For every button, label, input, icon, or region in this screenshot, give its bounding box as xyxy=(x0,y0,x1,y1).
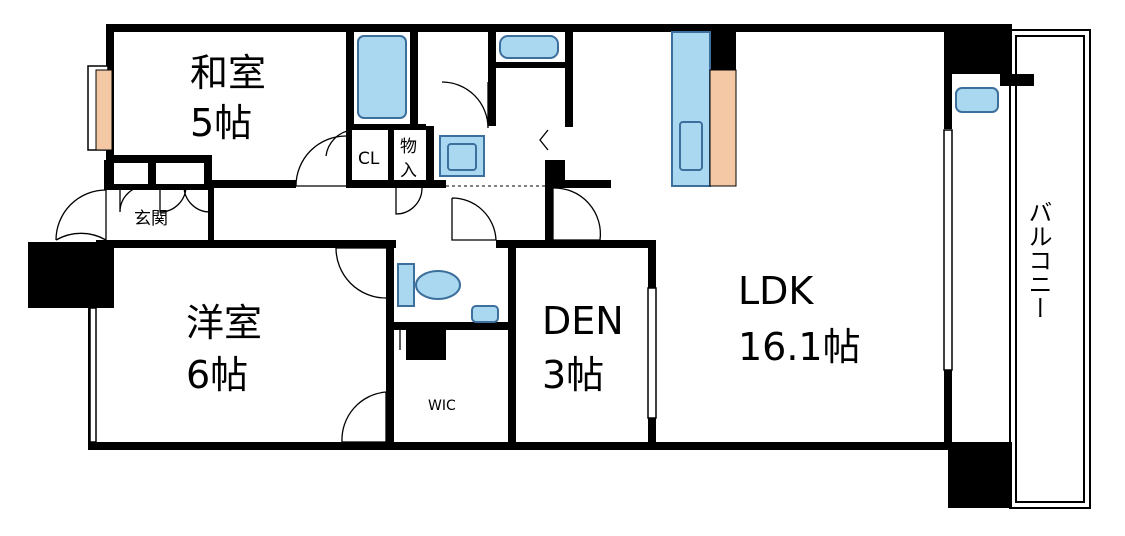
storage-label-1: 物 xyxy=(400,137,417,157)
doors xyxy=(55,81,602,443)
wic-label: WIC xyxy=(428,398,456,414)
washbasin xyxy=(499,35,559,59)
den-size: 3帖 xyxy=(542,353,604,397)
storage-label-2: 入 xyxy=(400,161,417,181)
washitsu-window-accent xyxy=(95,69,113,151)
toilet-bowl xyxy=(415,270,461,300)
balcony-label: バルコニー xyxy=(1024,200,1052,320)
kitchen-accent xyxy=(709,69,737,187)
bathtub xyxy=(357,35,407,119)
balcony-area xyxy=(1009,29,1091,509)
outer-walls xyxy=(28,24,1034,508)
balcony-unit xyxy=(955,87,999,113)
yoshitsu-size: 6帖 xyxy=(186,353,248,397)
fixtures xyxy=(357,31,999,323)
genkan-label: 玄関 xyxy=(134,209,168,229)
closet-label: CL xyxy=(358,149,380,169)
ldk-size: 16.1帖 xyxy=(738,325,861,369)
washitsu-size: 5帖 xyxy=(190,101,252,145)
toilet-basin xyxy=(471,305,499,323)
den-name: DEN xyxy=(542,299,624,343)
washitsu-name: 和室 xyxy=(190,51,266,95)
yoshitsu-name: 洋室 xyxy=(186,301,262,345)
kitchen-sink xyxy=(679,121,703,171)
ldk-name: LDK xyxy=(738,269,814,313)
